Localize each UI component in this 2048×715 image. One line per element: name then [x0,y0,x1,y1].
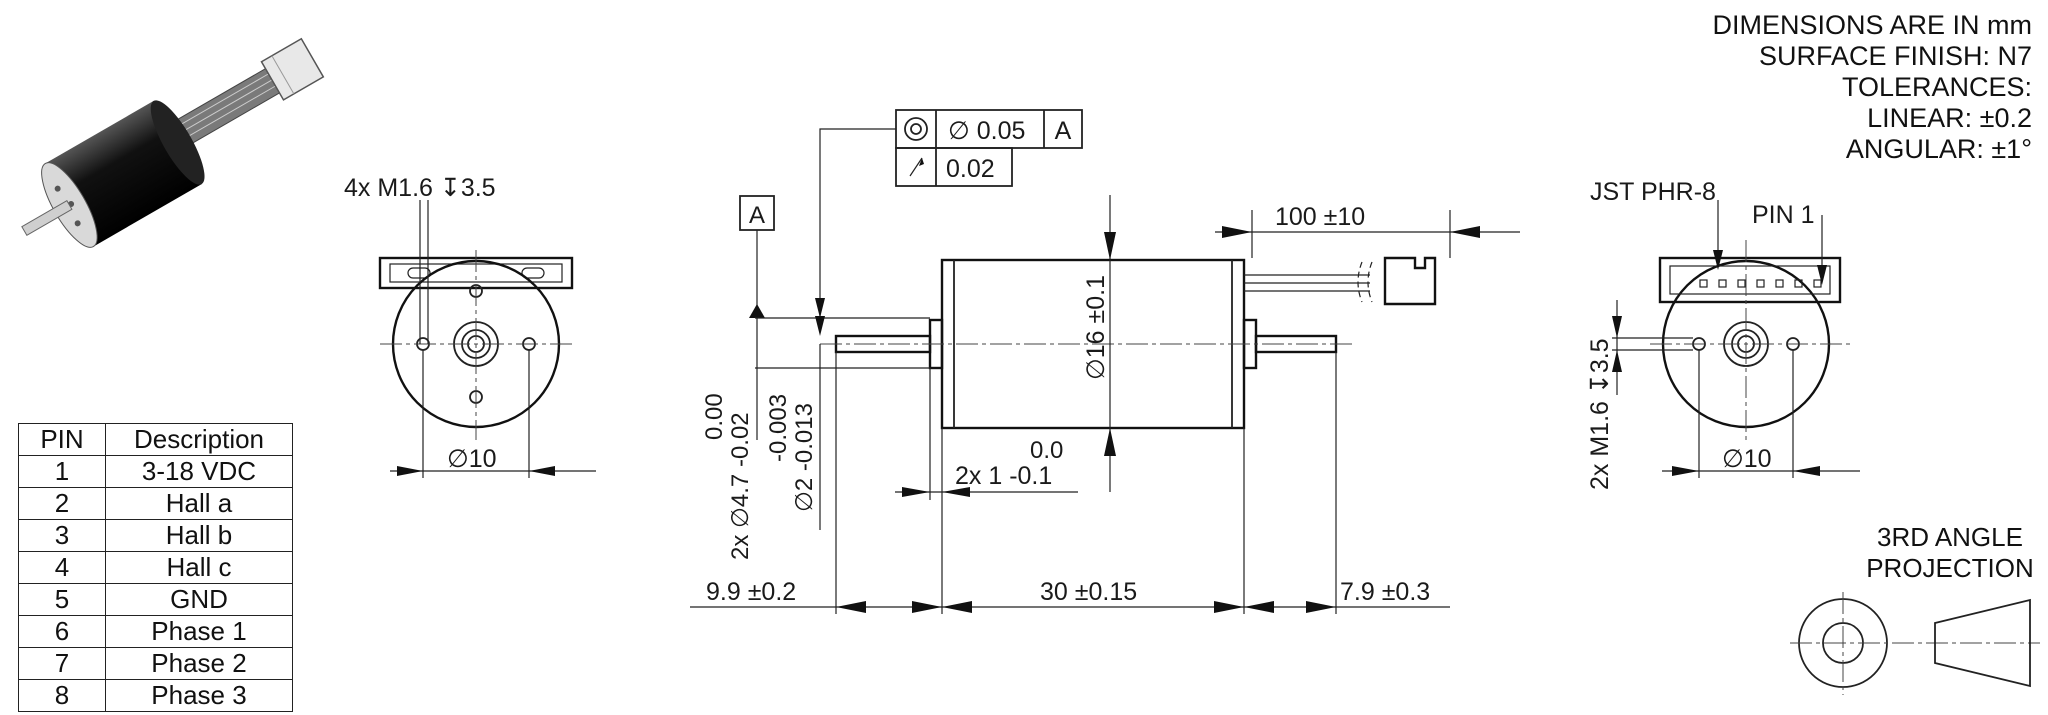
shaft-tol-upper: -0.003 [765,394,792,462]
pilot-zero-tol: 0.0 [1030,437,1063,464]
body-diameter-dim: ∅16 ±0.1 [1082,275,1110,380]
rear-connector-label: JST PHR-8 [1590,178,1716,206]
pin-column-header: PIN [18,423,106,456]
rear-pin1-label: PIN 1 [1752,201,1815,229]
projection-symbol [1790,592,2040,695]
pilot-diameter-dim: 2x ∅4.7 -0.02 [727,412,754,560]
notes-surface-finish: SURFACE FINISH: N7 [1758,41,2032,71]
pin-description: Hall c [105,551,293,584]
pin-description: Phase 2 [105,647,293,680]
pin-number: 2 [18,487,106,520]
pilot-length-dim: 2x 1 -0.1 [955,462,1052,490]
shaft-diameter-dim: ∅2 -0.013 [791,403,818,512]
pin-number: 6 [18,615,106,648]
pin-number: 5 [18,583,106,616]
pin-description: Hall b [105,519,293,552]
fcf-concentricity-value: ∅ 0.05 [948,117,1025,145]
rear-bolt-circle-dim: ∅10 [1722,445,1772,473]
rear-thread-callout: 2x M1.6 ↧3.5 [1586,338,1614,490]
pin-number: 3 [18,519,106,552]
rear-shaft-length-dim: 7.9 ±0.3 [1340,578,1430,606]
fcf-runout-value: 0.02 [946,155,995,183]
pin-description: Hall a [105,487,293,520]
rear-view: JST PHR-8 PIN 1 2x M1.6 ↧3.5 ∅10 [1586,178,1860,490]
pin-number: 4 [18,551,106,584]
front-view: 4x M1.6 ↧3.5 ∅10 [344,174,596,478]
pin-number: 8 [18,679,106,712]
datum-a-label: A [749,202,765,229]
drawing-notes: DIMENSIONS ARE IN mm SURFACE FINISH: N7 … [1712,10,2032,165]
notes-linear-tolerance: LINEAR: ±0.2 [1867,103,2032,133]
pin-description: 3-18 VDC [105,455,293,488]
front-thread-callout: 4x M1.6 ↧3.5 [344,174,496,202]
projection-title: 3RD ANGLE PROJECTION [1855,522,2045,584]
pin-number: 1 [18,455,106,488]
description-column-header: Description [105,423,293,456]
pin-description: Phase 3 [105,679,293,712]
projection-title-line1: 3RD ANGLE [1877,522,2023,552]
notes-angular-tolerance: ANGULAR: ±1° [1845,134,2032,164]
body-length-dim: 30 ±0.15 [1040,578,1137,606]
pin-description: Phase 1 [105,615,293,648]
projection-title-line2: PROJECTION [1866,553,2034,583]
pin-table-header: PIN Description [18,423,293,456]
fcf-concentricity-datum: A [1055,117,1072,145]
pin-description: GND [105,583,293,616]
notes-units: DIMENSIONS ARE IN mm [1712,10,2032,40]
front-shaft-length-dim: 9.9 ±0.2 [706,578,796,606]
pilot-tol-upper: 0.00 [701,393,728,440]
side-view: A ∅ 0.05 A 0.02 ∅16 ±0.1 100 ±10 [690,109,1520,614]
front-bolt-circle-dim: ∅10 [447,445,497,473]
pin-number: 7 [18,647,106,680]
notes-tolerances: TOLERANCES: [1841,72,2032,102]
motor-3d-illustration [21,37,325,248]
cable-length-dim: 100 ±10 [1275,203,1365,231]
